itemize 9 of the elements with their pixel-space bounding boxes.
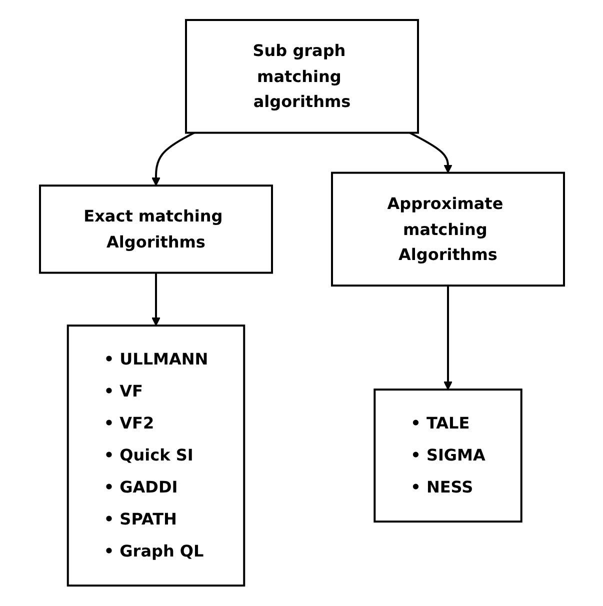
arrow [151, 272, 160, 326]
arrow [408, 132, 452, 174]
node-box: Exact matching Algorithms [38, 184, 272, 274]
node-box: Approximate matching Algorithms [330, 172, 564, 287]
arrow [443, 286, 452, 390]
node-box: • ULLMANN • VF • VF2 • Quick SI • GADDI • SPATH • Graph QL [66, 324, 245, 587]
node-box: Sub graph matching algorithms [184, 19, 418, 134]
node-box: • TALE • SIGMA • NESS [373, 388, 522, 523]
arrow [151, 132, 194, 186]
